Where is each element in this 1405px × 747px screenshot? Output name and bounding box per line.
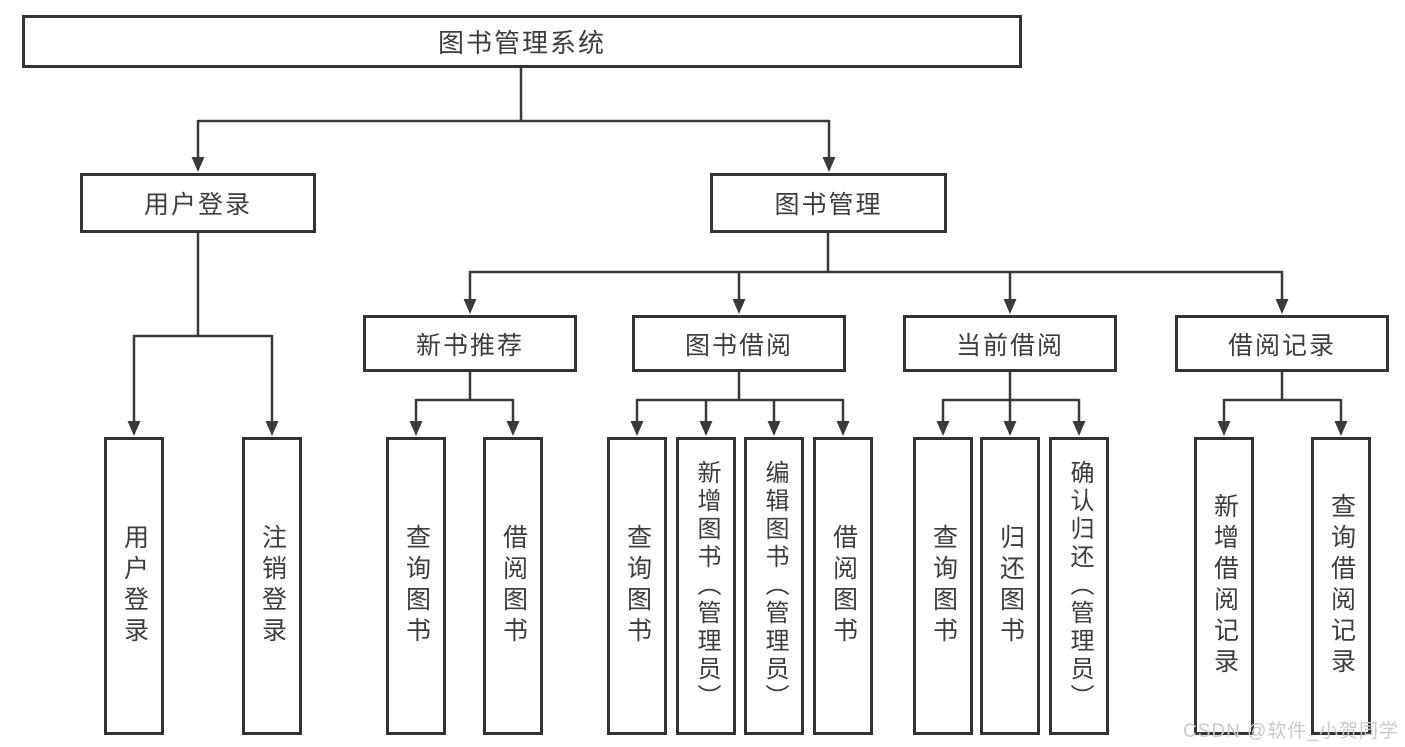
leaf-current-confirm-return-admin-label: 确认归还（管理员） (1066, 460, 1093, 712)
node-user-login: 用户登录 (80, 173, 316, 233)
leaf-current-return-books: 归还图书 (980, 437, 1040, 735)
leaf-newbook-query-books: 查询图书 (386, 437, 446, 735)
leaf-newbook-borrow-books: 借阅图书 (483, 437, 543, 735)
leaf-newbook-borrow-books-label: 借阅图书 (499, 524, 528, 648)
leaf-user-login: 用户登录 (104, 437, 164, 735)
leaf-current-query-books: 查询图书 (913, 437, 973, 735)
leaf-user-login-label: 用户登录 (120, 524, 149, 648)
leaf-records-add-record: 新增借阅记录 (1194, 437, 1254, 735)
node-borrow-records: 借阅记录 (1175, 315, 1389, 372)
leaf-records-query-record: 查询借阅记录 (1311, 437, 1371, 735)
leaf-current-confirm-return-admin: 确认归还（管理员） (1049, 437, 1109, 735)
leaf-current-return-books-label: 归还图书 (996, 524, 1025, 648)
leaf-borrow-edit-books-admin-label: 编辑图书（管理员） (761, 460, 788, 712)
node-current-borrow: 当前借阅 (903, 315, 1117, 372)
leaf-borrow-edit-books-admin: 编辑图书（管理员） (744, 437, 804, 735)
csdn-watermark: CSDN @软件_小贺同学 (1183, 721, 1399, 742)
leaf-borrow-borrow-books: 借阅图书 (813, 437, 873, 735)
leaf-logout-label: 注销登录 (258, 524, 287, 648)
node-book-management: 图书管理 (710, 173, 947, 233)
leaf-borrow-borrow-books-label: 借阅图书 (829, 524, 858, 648)
leaf-borrow-query-books: 查询图书 (607, 437, 667, 735)
leaf-newbook-query-books-label: 查询图书 (402, 524, 431, 648)
node-book-borrow: 图书借阅 (632, 315, 846, 372)
leaf-records-query-record-label: 查询借阅记录 (1327, 493, 1356, 679)
leaf-borrow-query-books-label: 查询图书 (623, 524, 652, 648)
node-root: 图书管理系统 (22, 15, 1022, 68)
leaf-borrow-add-books-admin: 新增图书（管理员） (676, 437, 736, 735)
leaf-records-add-record-label: 新增借阅记录 (1210, 493, 1239, 679)
leaf-borrow-add-books-admin-label: 新增图书（管理员） (693, 460, 720, 712)
node-new-book-recommend: 新书推荐 (363, 315, 577, 372)
leaf-logout: 注销登录 (242, 437, 302, 735)
leaf-current-query-books-label: 查询图书 (929, 524, 958, 648)
